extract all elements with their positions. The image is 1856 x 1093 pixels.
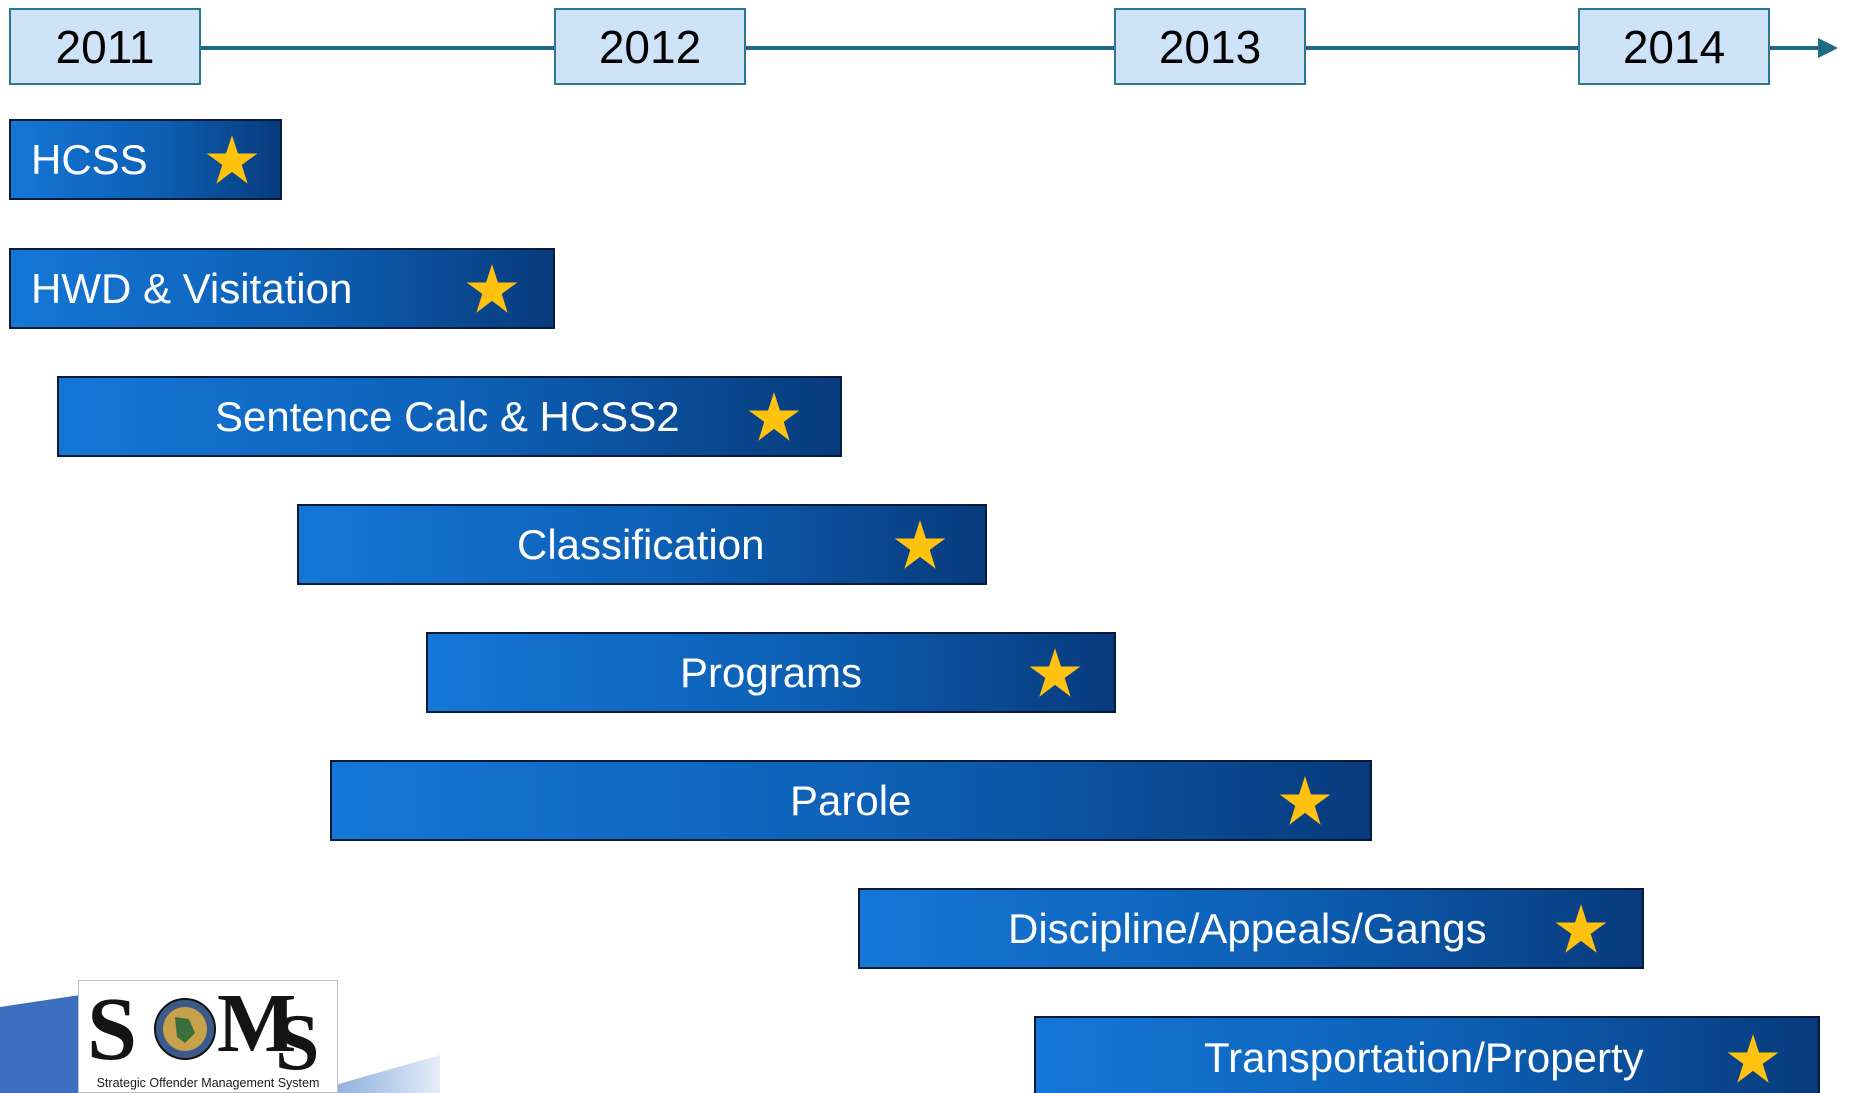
logo-letters: S M S — [87, 981, 320, 1073]
timeline-axis — [200, 46, 1820, 50]
star-icon — [1555, 904, 1607, 953]
soms-logo: S M S Strategic Offender Management Syst… — [78, 980, 338, 1093]
phase-label: Discipline/Appeals/Gangs — [1008, 904, 1487, 952]
phase-label: HCSS — [31, 135, 148, 183]
phase-bar-hwd-visitation: HWD & Visitation — [9, 248, 555, 329]
svg-text:S: S — [275, 999, 320, 1073]
svg-text:S: S — [87, 981, 137, 1073]
star-icon — [748, 392, 800, 441]
year-2012: 2012 — [554, 8, 746, 85]
slide-footer-swoosh — [0, 995, 440, 1093]
star-icon — [206, 135, 258, 184]
star-icon — [1279, 776, 1331, 825]
star-icon — [1029, 648, 1081, 697]
star-icon — [894, 520, 946, 569]
logo-caption: Strategic Offender Management System — [96, 1076, 320, 1090]
svg-text:M: M — [217, 981, 296, 1070]
phase-bar-discipline-appeals-gangs: Discipline/Appeals/Gangs — [858, 888, 1644, 969]
year-2013: 2013 — [1114, 8, 1306, 85]
phase-bar-hcss: HCSS — [9, 119, 282, 200]
phase-label: Sentence Calc & HCSS2 — [215, 392, 680, 440]
phase-bar-classification: Classification — [297, 504, 987, 585]
phase-label: Parole — [790, 776, 912, 824]
timeline-arrow-icon — [1818, 38, 1838, 58]
year-2011: 2011 — [9, 8, 201, 85]
phase-label: Classification — [517, 520, 765, 568]
star-icon — [1727, 1034, 1779, 1083]
phase-bar-programs: Programs — [426, 632, 1116, 713]
phase-bar-parole: Parole — [330, 760, 1372, 841]
phase-label: HWD & Visitation — [31, 264, 353, 312]
phase-label: Transportation/Property — [1204, 1034, 1644, 1081]
year-2014: 2014 — [1578, 8, 1770, 85]
phase-bar-sentence-calc: Sentence Calc & HCSS2 — [57, 376, 842, 457]
star-icon — [466, 264, 518, 313]
phase-label: Programs — [680, 648, 863, 696]
phase-bar-transportation-property: Transportation/Property — [1034, 1016, 1820, 1093]
